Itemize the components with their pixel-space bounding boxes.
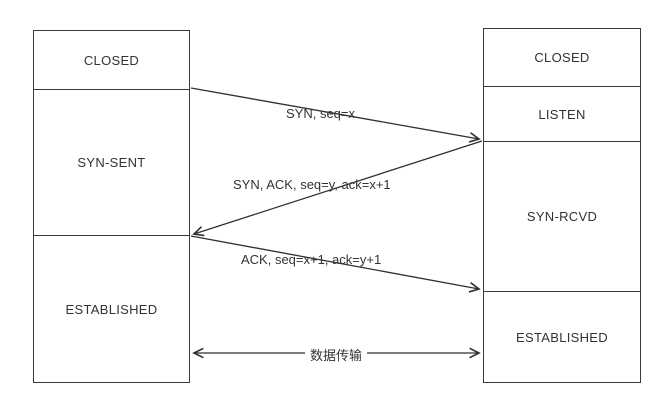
syn-message-label: SYN, seq=x (286, 106, 356, 121)
client-state-syn-sent: SYN-SENT (34, 89, 189, 235)
state-label: ESTABLISHED (516, 329, 608, 345)
state-label: CLOSED (83, 52, 140, 68)
state-label: SYN-RCVD (526, 209, 598, 224)
state-label: LISTEN (538, 106, 586, 122)
client-state-closed: CLOSED (34, 31, 189, 89)
client-state-established: ESTABLISHED (34, 235, 189, 382)
server-state-closed: CLOSED (484, 29, 640, 86)
server-state-established: ESTABLISHED (484, 291, 640, 382)
syn-ack-message-label: SYN, ACK, seq=y, ack=x+1 (233, 177, 391, 192)
client-state-column: CLOSED SYN-SENT ESTABLISHED (33, 30, 190, 383)
state-label: CLOSED (534, 50, 590, 65)
state-label: SYN-SENT (77, 155, 146, 170)
server-state-column: CLOSED LISTEN SYN-RCVD ESTABLISHED (483, 28, 641, 383)
server-state-syn-rcvd: SYN-RCVD (484, 141, 640, 291)
state-label: ESTABLISHED (65, 301, 158, 317)
server-state-listen: LISTEN (484, 86, 640, 141)
ack-message-label: ACK, seq=x+1, ack=y+1 (241, 252, 382, 267)
data-transfer-label: 数据传输 (304, 345, 368, 364)
